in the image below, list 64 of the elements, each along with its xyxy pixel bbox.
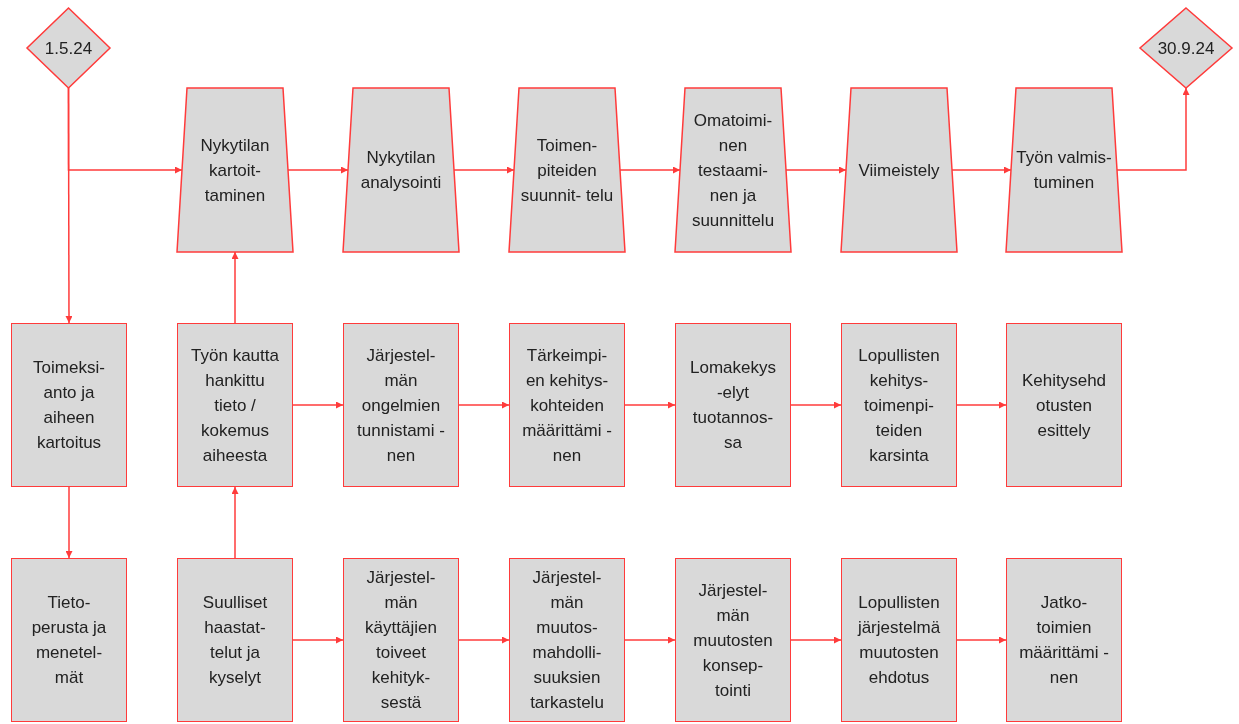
arrow bbox=[956, 401, 1007, 409]
arrow bbox=[624, 401, 676, 409]
step-text: Toimeksi- anto ja aiheen kartoitus bbox=[32, 357, 106, 454]
process-box bbox=[343, 558, 459, 722]
process-box bbox=[841, 323, 957, 487]
date-label: 30.9.24 bbox=[1156, 37, 1216, 60]
process-box bbox=[675, 323, 791, 487]
arrow bbox=[785, 166, 847, 174]
process-box bbox=[177, 558, 293, 722]
process-box bbox=[1006, 323, 1122, 487]
process-box bbox=[509, 558, 625, 722]
date-label: 1.5.24 bbox=[43, 37, 94, 60]
process-box bbox=[841, 558, 957, 722]
process-box bbox=[11, 558, 127, 722]
arrow bbox=[287, 166, 349, 174]
arrow bbox=[619, 166, 681, 174]
process-box bbox=[343, 323, 459, 487]
phase-trapezoid bbox=[177, 88, 293, 252]
step-text: Nykytilan analysointi bbox=[359, 147, 443, 194]
arrow bbox=[951, 166, 1012, 174]
arrow bbox=[65, 486, 73, 559]
arrow bbox=[956, 636, 1007, 644]
arrow bbox=[292, 401, 344, 409]
process-box bbox=[11, 323, 127, 487]
step-text: Työn kautta hankittu tieto / kokemus aiheesta bbox=[190, 344, 280, 467]
milestone-diamond bbox=[27, 8, 110, 88]
phase-trapezoid bbox=[1006, 88, 1122, 252]
step-text: Järjestel- män ongelmien tunnistami -nen bbox=[356, 344, 446, 467]
process-box bbox=[1006, 558, 1122, 722]
arrow bbox=[453, 166, 515, 174]
step-text: Järjestel- män muutosten konsep- tointi bbox=[692, 579, 774, 702]
step-text: Omatoimi- nen testaami- nen ja suunnittelu bbox=[690, 109, 776, 232]
arrow bbox=[790, 401, 842, 409]
step-text: Viimeistely bbox=[857, 159, 941, 182]
arrow bbox=[231, 251, 239, 324]
step-text: Toimen- piteiden suunnit- telu bbox=[519, 134, 615, 207]
arrow bbox=[624, 636, 676, 644]
arrow bbox=[292, 636, 344, 644]
process-box bbox=[675, 558, 791, 722]
step-text: Lomakekys -elyt tuotannos- sa bbox=[689, 357, 777, 454]
step-text: Nykytilan kartoit- taminen bbox=[199, 134, 271, 207]
step-text: Järjestel- män muutos- mahdolli- suuksien tarkastelu bbox=[529, 567, 605, 714]
phase-trapezoid bbox=[509, 88, 625, 252]
arrow bbox=[458, 401, 510, 409]
step-text: Suulliset haastat- telut ja kyselyt bbox=[201, 592, 269, 689]
arrow bbox=[790, 636, 842, 644]
step-text: Järjestel- män käyttäjien toiveet kehityk- sestä bbox=[364, 567, 438, 714]
arrow bbox=[65, 87, 73, 324]
step-text: Työn valmis- tuminen bbox=[1016, 147, 1112, 194]
step-text: Lopullisten kehitys- toimenpi- teiden karsinta bbox=[857, 344, 941, 467]
phase-trapezoid bbox=[343, 88, 459, 252]
step-text: Tieto- perusta ja menetel- mät bbox=[30, 592, 108, 689]
step-text: Kehitysehd otusten esittely bbox=[1020, 369, 1108, 442]
arrow bbox=[458, 636, 510, 644]
milestone-diamond bbox=[1140, 8, 1232, 88]
arrow bbox=[1116, 87, 1190, 171]
process-box bbox=[177, 323, 293, 487]
step-text: Jatko- toimien määrittämi -nen bbox=[1018, 592, 1110, 689]
process-box bbox=[509, 323, 625, 487]
phase-trapezoid bbox=[841, 88, 957, 252]
arrow bbox=[231, 486, 239, 559]
step-text: Tärkeimpi- en kehitys- kohteiden määrittämi -nen bbox=[521, 344, 613, 467]
phase-trapezoid bbox=[675, 88, 791, 252]
step-text: Lopullisten järjestelmä muutosten ehdotus bbox=[856, 592, 942, 689]
